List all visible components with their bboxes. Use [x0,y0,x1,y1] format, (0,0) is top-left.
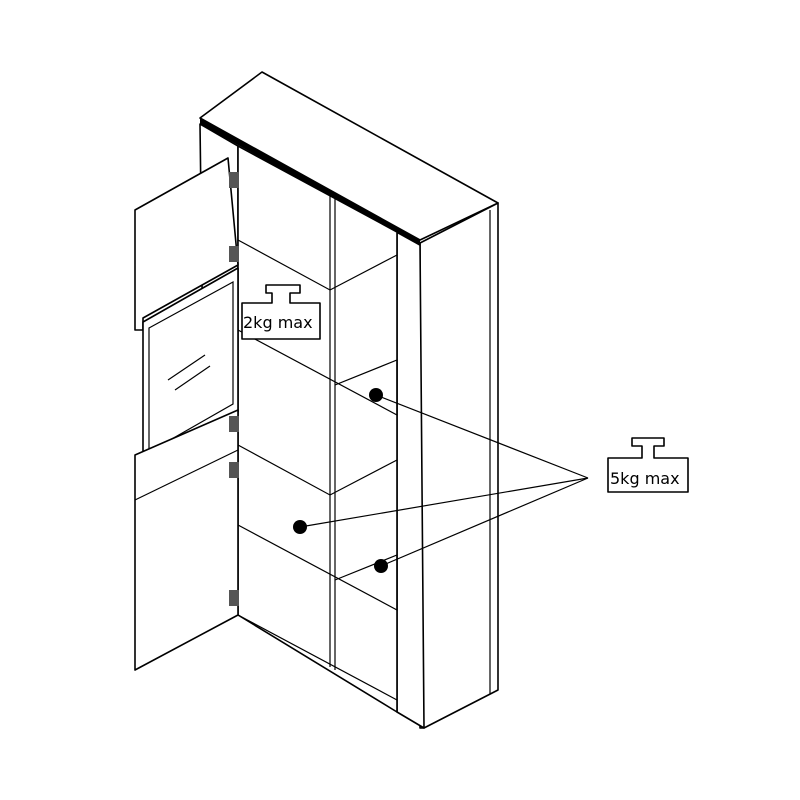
load-point [374,559,388,573]
weight-limit-2kg: 2kg max [243,313,313,332]
upper-door [134,157,239,331]
hinges [229,172,239,606]
right-side-panel [419,202,499,729]
weight-limit-5kg: 5kg max [610,469,680,488]
weight-label-5kg: 5kg max [607,437,689,493]
front-right-strip [396,231,425,729]
lower-door [134,409,239,671]
weight-label-2kg: 2kg max [241,284,321,340]
load-point [369,388,383,402]
shelves [237,239,398,701]
weight-icon [241,284,321,340]
pointer-lines [299,394,589,567]
load-point [293,520,307,534]
weight-icon [607,437,689,493]
